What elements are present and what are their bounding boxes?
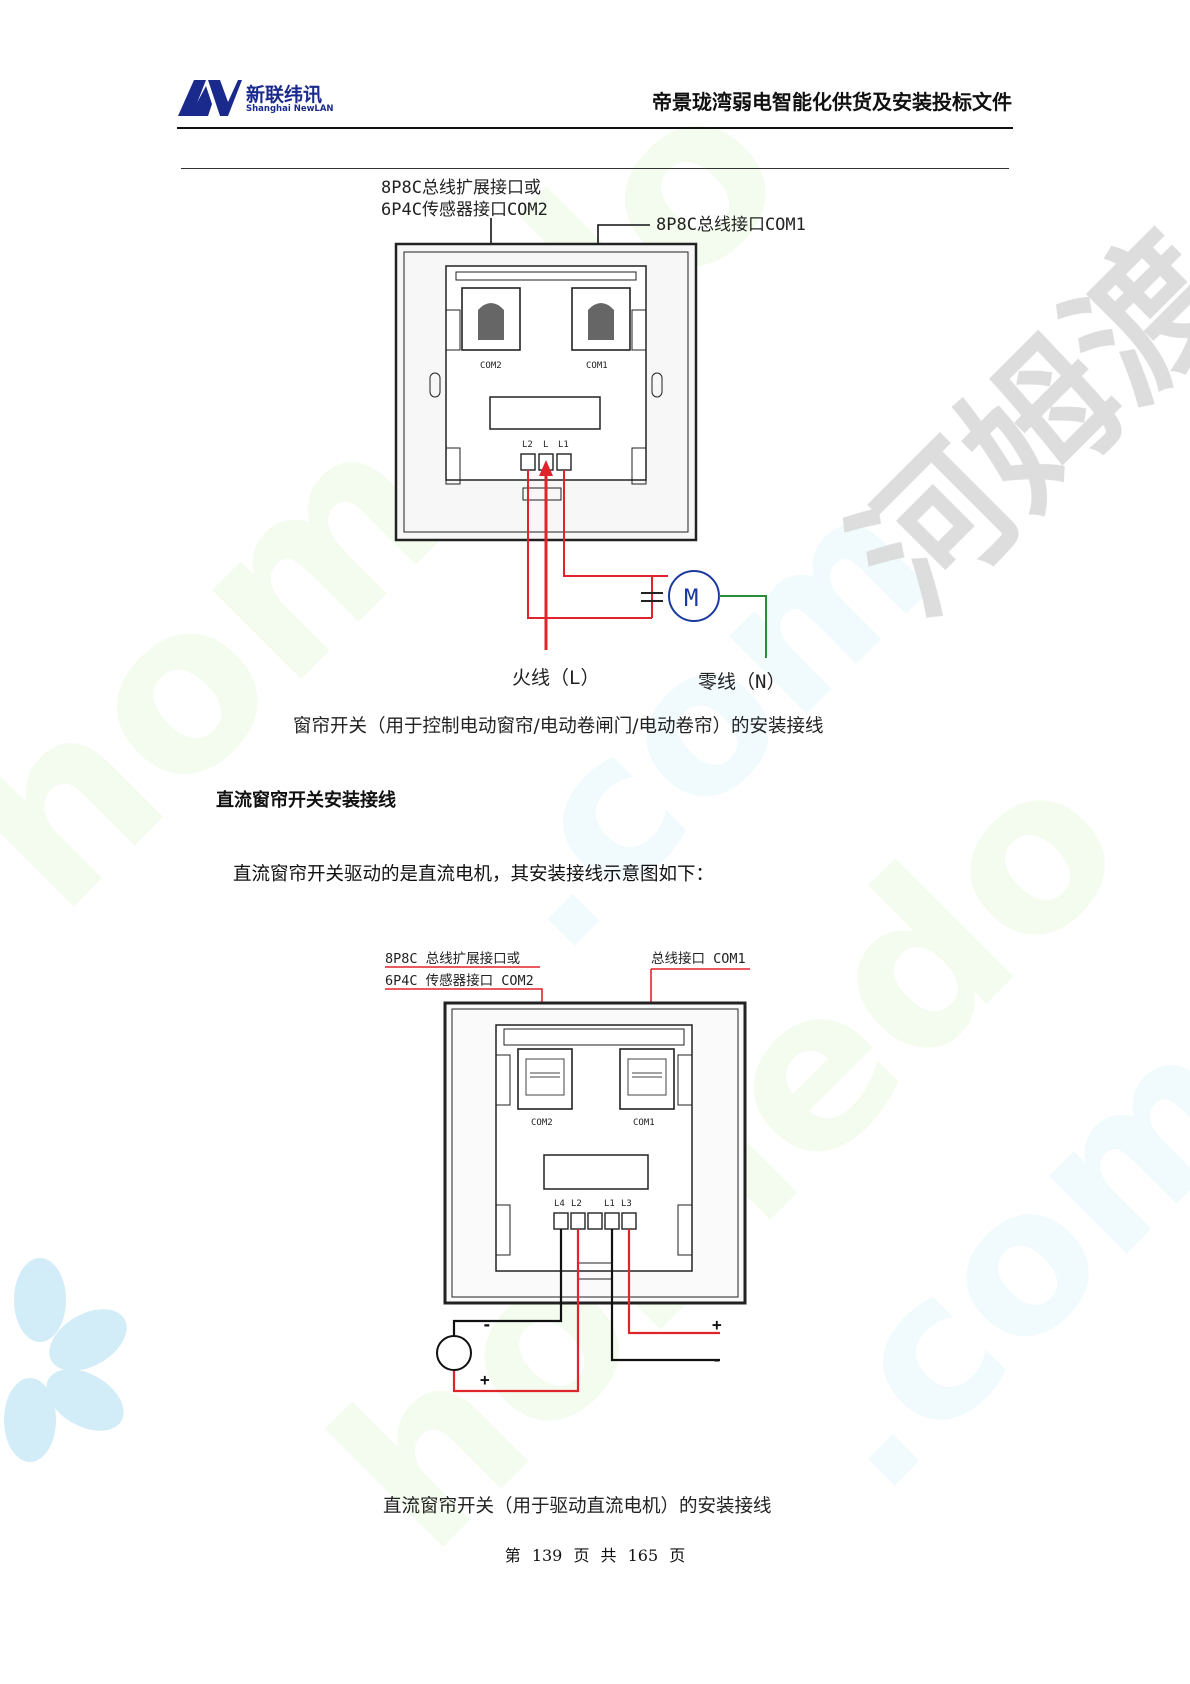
fig2-label-com2-line2: 6P4C 传感器接口 COM2 <box>385 972 534 989</box>
section-heading: 直流窗帘开关安装接线 <box>216 790 396 811</box>
fig2-motor-minus: - <box>482 1315 492 1334</box>
fig2-term-l3: L3 <box>621 1199 632 1209</box>
dc-motor-icon <box>436 1335 472 1371</box>
rj-jack-icon <box>478 303 504 340</box>
fig2-port-com1: COM1 <box>633 1118 655 1128</box>
fig1-port-com2: COM2 <box>480 361 502 371</box>
fig2-label-com1: 总线接口 COM1 <box>651 950 746 967</box>
ac-wiring-diagram: 8P8C总线扩展接口或 6P4C传感器接口COM2 8P8C总线接口COM1 C… <box>381 178 806 693</box>
fig1-port-com1: COM1 <box>586 361 608 371</box>
fig1-term-l1: L1 <box>558 440 569 450</box>
fig1-live-label: 火线（L） <box>512 667 599 689</box>
fig1-term-l: L <box>543 440 548 450</box>
fig1-neutral-label: 零线（N） <box>698 671 785 693</box>
divider <box>181 168 1009 169</box>
fig1-label-com2-line2: 6P4C传感器接口COM2 <box>381 200 548 220</box>
figure1-caption: 窗帘开关（用于控制电动窗帘/电动卷闸门/电动卷帘）的安装接线 <box>293 716 824 737</box>
body-paragraph: 直流窗帘开关驱动的是直流电机，其安装接线示意图如下： <box>233 864 715 885</box>
logo-subtext: Shanghai NewLAN <box>246 104 334 114</box>
fig2-motor-plus: + <box>480 1370 490 1389</box>
fig2-switch-body <box>443 1001 747 1305</box>
logo-text: 新联纬讯 <box>246 84 323 106</box>
fig2-out-minus: - <box>712 1350 722 1369</box>
fig2-out-plus: + <box>712 1315 722 1334</box>
fig1-label-com1: 8P8C总线接口COM1 <box>656 215 806 235</box>
rj-jack-icon <box>588 303 614 340</box>
dc-wiring-diagram: 8P8C 总线扩展接口或 6P4C 传感器接口 COM2 总线接口 COM1 C… <box>385 950 750 1393</box>
fig1-motor-label: M <box>684 584 698 612</box>
flower-icon <box>4 1258 127 1462</box>
header-rule <box>177 127 1013 129</box>
fig1-label-com2-line1: 8P8C总线扩展接口或 <box>381 178 541 198</box>
fig2-term-l4: L4 <box>554 1199 565 1209</box>
fig2-port-com2: COM2 <box>531 1118 553 1128</box>
motor-icon: M <box>668 570 720 622</box>
fig2-terminals <box>553 1212 637 1230</box>
fig2-jack-icons <box>525 1058 667 1096</box>
fig1-switch-body <box>394 242 698 542</box>
fig1-jack-icons <box>478 303 614 340</box>
logo-icon <box>178 80 242 116</box>
fig2-label-com2-line1: 8P8C 总线扩展接口或 <box>385 950 520 967</box>
fig1-term-l2: L2 <box>522 440 533 450</box>
figure2-caption: 直流窗帘开关（用于驱动直流电机）的安装接线 <box>383 1496 772 1517</box>
document-title: 帝景珑湾弱电智能化供货及安装投标文件 <box>652 90 1012 114</box>
fig2-term-l1: L1 <box>604 1199 615 1209</box>
fig2-term-l2: L2 <box>571 1199 582 1209</box>
page-footer: 第 139 页 共 165 页 <box>504 1546 686 1565</box>
